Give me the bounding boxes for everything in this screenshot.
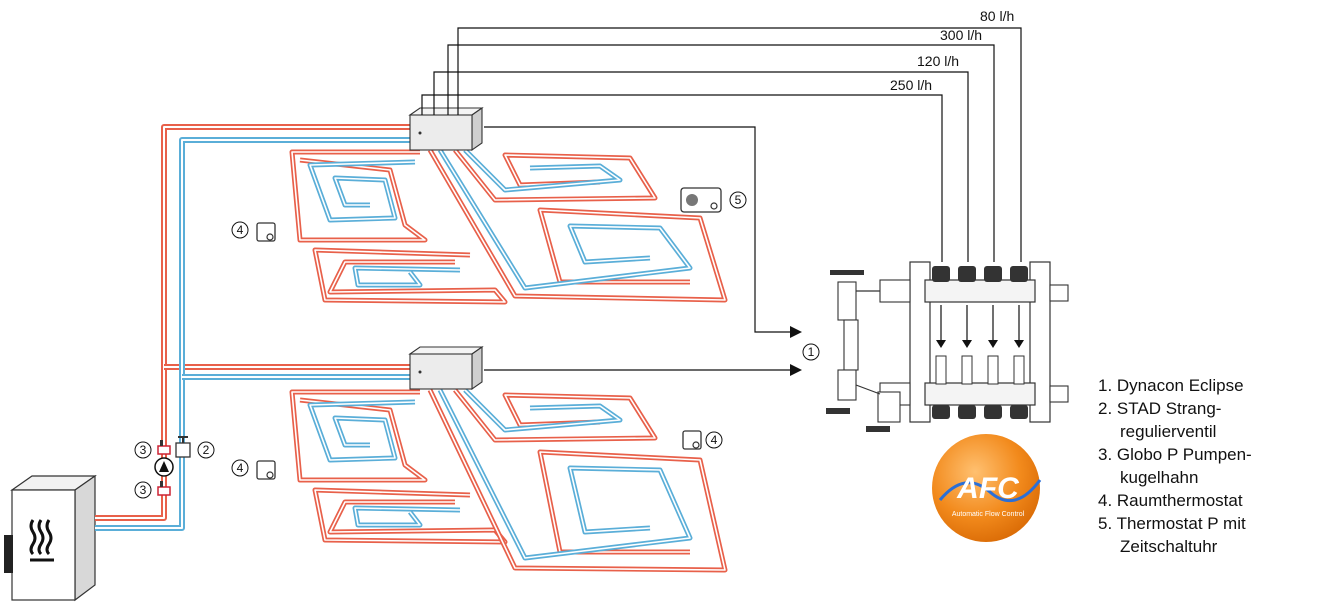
legend-item-4: 4. Raumthermostat [1098,491,1243,510]
marker-3-lower: 3 [134,481,152,499]
legend-item-2-cont: regulierventil [1120,422,1217,441]
upper-floor-loops [289,148,728,305]
thermostat-icon-lower-right [682,430,702,450]
legend-item-5: 5. Thermostat P mit [1098,514,1246,533]
marker-4-upper: 4 [231,221,249,239]
flow-label-80: 80 l/h [980,8,1014,24]
legend-item-5-cont: Zeitschaltuhr [1120,537,1218,556]
marker-4-lower-left: 4 [231,459,249,477]
svg-text:3: 3 [140,443,147,457]
afc-logo: AFC Automatic Flow Control [932,434,1042,542]
lower-floor-loops [289,388,728,573]
marker-3-upper: 3 [134,441,152,459]
afc-tagline: Automatic Flow Control [952,511,1025,518]
svg-text:3: 3 [140,483,147,497]
flow-label-300: 300 l/h [940,27,982,43]
svg-text:2: 2 [203,443,210,457]
cabinet-upper [408,106,484,152]
supply-riser [95,124,410,521]
pump-symbol [154,457,174,477]
legend-item-3: 3. Globo P Pumpen- [1098,445,1252,464]
manifold [826,261,1069,432]
svg-text:4: 4 [237,461,244,475]
marker-1: 1 [802,343,820,361]
arrow-head-lower [790,364,802,376]
flow-lines [421,27,1022,262]
thermostat-icon-upper [256,222,276,242]
heat-icon [29,519,54,562]
cabinet-lower [408,345,484,391]
arrow-head-upper [790,326,802,338]
timer-thermostat-icon [680,187,722,213]
marker-2: 2 [197,441,215,459]
svg-text:5: 5 [735,193,742,207]
ball-valve-upper [157,440,171,455]
ball-valve-lower [157,481,171,496]
svg-text:4: 4 [711,433,718,447]
marker-5: 5 [729,191,747,209]
flow-label-250: 250 l/h [890,77,932,93]
afc-logo-text: AFC [956,472,1020,505]
legend-item-2: 2. STAD Strang- [1098,399,1222,418]
legend: 1. Dynacon Eclipse 2. STAD Strang- regul… [1098,374,1252,558]
connection-arrows [484,126,792,371]
svg-text:1: 1 [808,345,815,359]
boiler [4,474,97,602]
marker-4-lower-right: 4 [705,431,723,449]
svg-text:4: 4 [237,223,244,237]
legend-item-1: 1. Dynacon Eclipse [1098,376,1244,395]
thermostat-icon-lower-left [256,460,276,480]
legend-item-3-cont: kugelhahn [1120,468,1199,487]
flow-label-120: 120 l/h [917,53,959,69]
balancing-valve-icon [175,436,191,458]
return-riser [95,137,410,531]
